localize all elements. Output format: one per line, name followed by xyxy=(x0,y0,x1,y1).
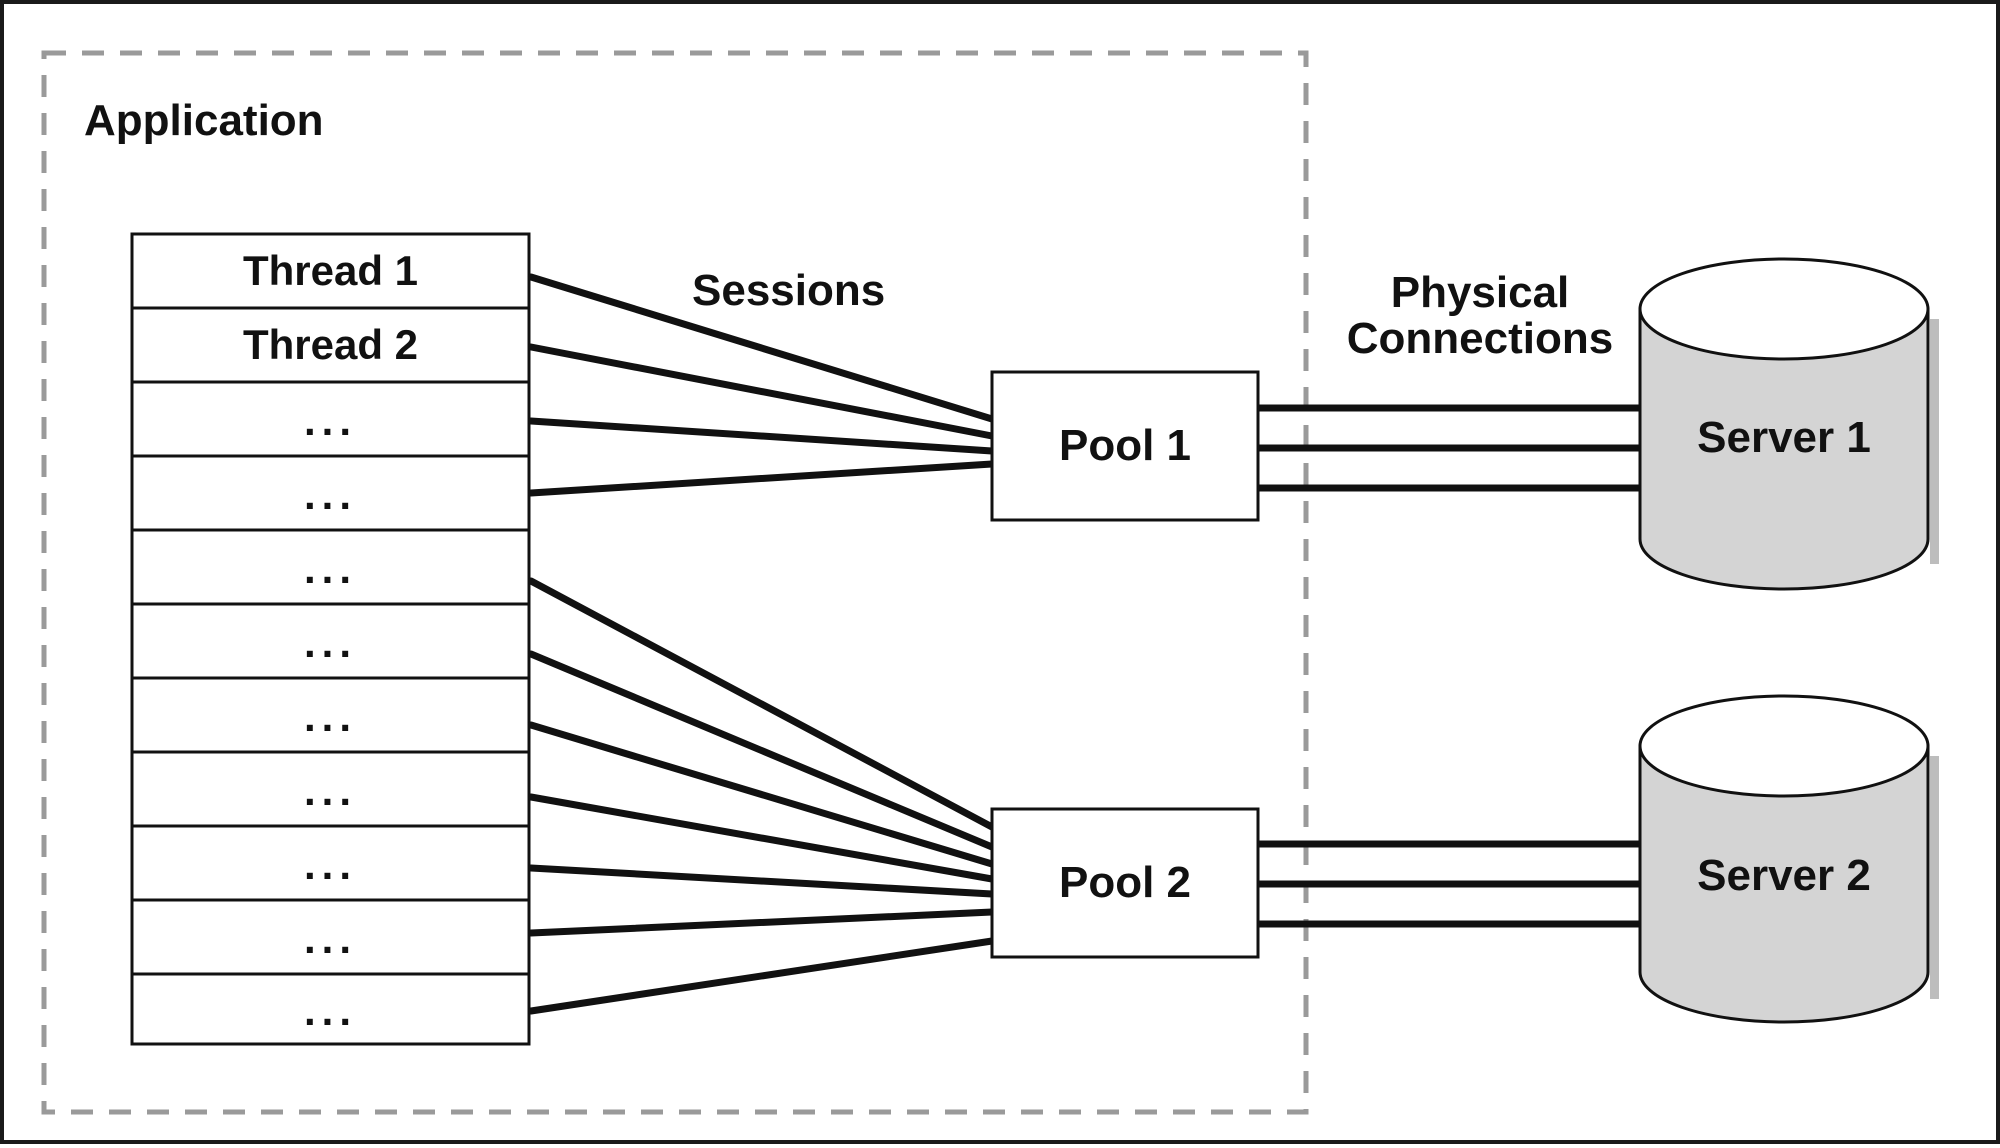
thread-label: ... xyxy=(303,693,357,740)
session-line xyxy=(527,273,996,423)
pool-1-box xyxy=(990,370,1260,522)
physical-connections-2 xyxy=(1259,840,1640,928)
thread-row-10 xyxy=(130,898,531,976)
session-line xyxy=(527,937,996,1015)
server-1-top xyxy=(1638,257,1930,361)
server-1-label: Server 1 xyxy=(1697,413,1871,462)
thread-label: ... xyxy=(303,545,357,592)
sessions-label: Sessions xyxy=(692,266,886,315)
thread-label: Thread 2 xyxy=(242,321,419,368)
server-2-label: Server 2 xyxy=(1697,851,1871,900)
session-line xyxy=(527,460,996,497)
thread-label: ... xyxy=(303,915,357,962)
thread-label: ... xyxy=(303,397,357,444)
application-boundary xyxy=(41,50,1309,1115)
sessions-pool-1 xyxy=(527,273,996,497)
pool-1-label: Pool 1 xyxy=(1058,421,1192,470)
server-1-body xyxy=(1638,307,1930,591)
physical-connections-line-1: Physical xyxy=(1390,268,1570,317)
session-line xyxy=(527,343,996,440)
physical-connections-label: Physical Connections xyxy=(1340,270,1620,362)
pool-2-label: Pool 2 xyxy=(1058,858,1192,907)
server-1-shadow xyxy=(1930,319,1939,564)
physical-connections-1 xyxy=(1259,404,1640,492)
thread-row-5 xyxy=(130,528,531,606)
thread-stack xyxy=(130,232,531,1046)
server-2-cylinder xyxy=(1638,694,1939,1024)
thread-label: ... xyxy=(303,767,357,814)
session-line xyxy=(527,721,996,868)
diagram-graphics xyxy=(41,50,1939,1115)
session-line xyxy=(527,908,996,937)
pool-2-box xyxy=(990,807,1260,959)
thread-row-2 xyxy=(130,306,531,384)
thread-label: Thread 1 xyxy=(242,247,419,294)
session-line xyxy=(527,864,996,898)
session-line xyxy=(527,650,996,851)
thread-row-6 xyxy=(130,602,531,680)
application-label: Application xyxy=(84,96,324,145)
server-1-cylinder xyxy=(1638,257,1939,591)
session-line xyxy=(527,793,996,883)
thread-row-4 xyxy=(130,454,531,532)
sessions-pool-2 xyxy=(527,577,996,1015)
thread-label: ... xyxy=(303,841,357,888)
thread-row-8 xyxy=(130,750,531,828)
physical-connections-line-2: Connections xyxy=(1346,314,1614,363)
thread-row-1 xyxy=(130,232,531,310)
server-2-top xyxy=(1638,694,1930,798)
thread-label: ... xyxy=(303,619,357,666)
session-line xyxy=(527,417,996,455)
thread-row-7 xyxy=(130,676,531,754)
thread-row-9 xyxy=(130,824,531,902)
thread-label: ... xyxy=(303,471,357,518)
session-line xyxy=(527,577,996,831)
server-2-body xyxy=(1638,744,1930,1024)
server-2-shadow xyxy=(1930,756,1939,999)
thread-label: ... xyxy=(303,987,357,1034)
